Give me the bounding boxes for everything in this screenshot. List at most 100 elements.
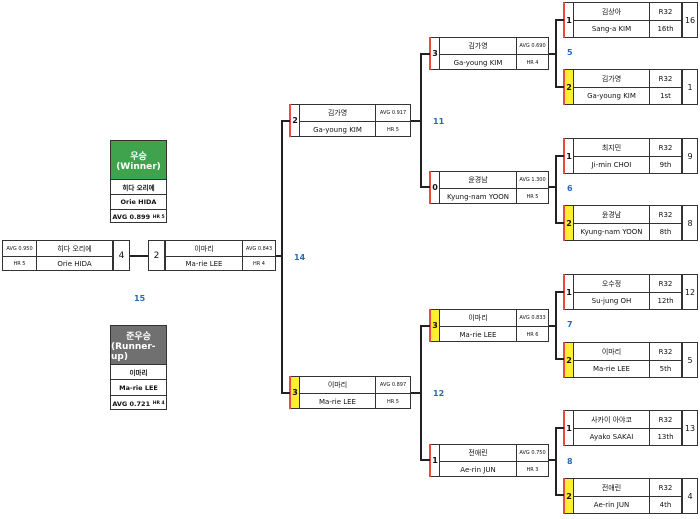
r16-m6-top-score: 1 — [565, 139, 574, 173]
r16-m5-top-name-kr: 김상아 — [601, 7, 622, 16]
qf2-connector-top — [420, 325, 430, 327]
r16-m5-match-number: 5 — [567, 48, 573, 57]
r16-m5-bottom-round: R32 — [649, 70, 681, 87]
r16-m5-top-seed-no: 16 — [682, 2, 698, 38]
semifinal-top-player: 2 김가영 Ga-young KIM AVG 0.917 HR 5 — [289, 104, 411, 137]
runnerup-name-en: Ma-rie LEE — [111, 379, 166, 395]
champion-avg: AVG 0.899 — [112, 213, 151, 221]
qf2-bottom-player: 1 전애린 Ae-rin JUN AVG 0.750 HR 3 — [429, 444, 549, 477]
r16-m7-connector-top — [555, 291, 564, 293]
qf2-connector-h — [411, 392, 421, 394]
qf2-connector-v — [420, 325, 422, 461]
r16-m5-bottom-name-en: Ga-young KIM — [574, 87, 649, 104]
r16-m7-top-round: R32 — [649, 275, 681, 292]
r16-m6-connector-h — [549, 186, 556, 188]
r16-m8-top-seed-no: 13 — [682, 410, 698, 446]
r16-m6-top-seed-no: 9 — [682, 138, 698, 174]
semifinal-bottom-player: 3 이마리 Ma-rie LEE AVG 0.897 HR 5 — [289, 376, 411, 409]
r16-m7-top-player: 1 오수정 Su-jung OH R32 12th — [563, 274, 682, 310]
final-left-name-kr: 히다 오리에 — [36, 241, 112, 256]
r16-m6-bottom-name-kr: 윤경남 — [601, 210, 622, 219]
r16-m8-top-name-en: Ayako SAKAI — [574, 428, 649, 445]
qf1-top-hr: HR 4 — [516, 54, 548, 70]
r16-m7-bottom-name-en: Ma-rie LEE — [574, 360, 649, 377]
qf1-top-avg: AVG 0.690 — [516, 38, 548, 54]
r16-m8-connector-bottom — [555, 494, 564, 496]
qf2-top-name-en: Ma-rie LEE — [440, 326, 516, 342]
champion-stats: AVG 0.899 HR 5 — [111, 209, 166, 224]
champion-hr: HR 5 — [152, 214, 165, 220]
qf1-connector-h — [411, 120, 421, 122]
r16-m8-bottom-round: R32 — [649, 479, 681, 496]
r16-m6-bottom-seed-no: 8 — [682, 205, 698, 241]
r16-m6-connector-v — [555, 155, 557, 224]
semifinal-top-seed: 2 — [291, 105, 300, 136]
qf1-top-seed: 3 — [431, 38, 440, 69]
r16-m6-bottom-name-en: Kyung-nam YOON — [574, 223, 649, 240]
qf2-connector-bottom — [420, 459, 430, 461]
final-right-player: 이마리 Ma-rie LEE AVG 0.843 HR 4 — [165, 240, 276, 271]
qf2-bottom-avg: AVG 0.750 — [516, 445, 548, 461]
r16-m5-top-player: 1 김상아 Sang-a KIM R32 16th — [563, 2, 682, 38]
r16-m5-bottom-score: 2 — [565, 70, 574, 104]
semifinal-top-name-en: Ga-young KIM — [300, 121, 375, 137]
final-right-hr: HR 4 — [242, 256, 275, 271]
final-connector — [130, 255, 148, 257]
r16-m8-connector-h — [549, 459, 556, 461]
semifinal-bottom-seed: 3 — [291, 377, 300, 408]
champion-header: 우승 (Winner) — [111, 141, 166, 179]
qf1-top-player: 3 김가영 Ga-young KIM AVG 0.690 HR 4 — [429, 37, 549, 70]
r16-m7-top-name-en: Su-jung OH — [574, 292, 649, 309]
qf1-bottom-avg: AVG 1.300 — [516, 172, 548, 188]
qf2-bottom-name-kr: 전애린 — [468, 449, 488, 457]
r16-m7-connector-bottom — [555, 358, 564, 360]
r16-m5-connector-top — [555, 19, 564, 21]
runnerup-avg: AVG 0.721 — [112, 399, 151, 408]
r16-m6-bottom-score: 2 — [565, 206, 574, 240]
final-match-number: 15 — [134, 294, 146, 303]
qf1-connector-v — [420, 53, 422, 188]
qf1-bottom-player: 0 윤경남 Kyung-nam YOON AVG 1.300 HR 5 — [429, 171, 549, 204]
semifinal-top-avg: AVG 0.917 — [375, 105, 410, 121]
r16-m7-top-seed-no: 12 — [682, 274, 698, 310]
qf2-bottom-seed: 1 — [431, 445, 440, 476]
final-left-avg: AVG 0.950 — [6, 245, 33, 252]
r16-m7-connector-v — [555, 291, 557, 360]
r16-m7-bottom-player: 2 이마리 Ma-rie LEE R32 5th — [563, 342, 682, 378]
r16-m6-top-name-kr: 최지민 — [601, 143, 622, 152]
final-left-score: 4 — [113, 240, 130, 271]
r16-m7-match-number: 7 — [567, 320, 573, 329]
qf2-top-player: 3 이마리 Ma-rie LEE AVG 0.833 HR 6 — [429, 309, 549, 342]
r16-m6-top-round: R32 — [649, 139, 681, 156]
r16-m8-top-round: R32 — [649, 411, 681, 428]
runnerup-name-kr: 이마리 — [111, 364, 166, 379]
r16-m8-bottom-score: 2 — [565, 479, 574, 513]
champion-card: 우승 (Winner) 히다 오리에 Orie HIDA AVG 0.899 H… — [110, 140, 167, 223]
runnerup-header: 준우승 (Runner-up) — [111, 326, 166, 364]
r16-m5-bottom-rank: 1st — [649, 87, 681, 104]
r16-m5-top-rank: 16th — [649, 20, 681, 37]
final-left-name-en: Orie HIDA — [36, 256, 112, 271]
final-right-score: 2 — [148, 240, 165, 271]
semifinal-top-hr: HR 5 — [375, 121, 410, 137]
final-right-name-en: Ma-rie LEE — [166, 256, 242, 271]
semifinal-connector-bottom — [281, 392, 290, 394]
r16-m7-bottom-seed-no: 5 — [682, 342, 698, 378]
qf2-match-number: 12 — [433, 389, 445, 398]
r16-m6-connector-bottom — [555, 222, 564, 224]
r16-m6-top-name-en: Ji-min CHOI — [574, 156, 649, 173]
r16-m7-bottom-round: R32 — [649, 343, 681, 360]
runnerup-hr: HR 4 — [152, 401, 165, 406]
semifinal-connector-top — [281, 120, 290, 122]
r16-m8-bottom-name-kr: 전애린 — [601, 483, 622, 492]
semifinal-bottom-name-kr: 이마리 — [327, 381, 348, 389]
final-left-hr: HR 5 — [3, 256, 36, 271]
qf1-top-name-en: Ga-young KIM — [440, 54, 516, 70]
r16-m5-connector-v — [555, 19, 557, 88]
qf2-top-name-kr: 이마리 — [468, 314, 488, 322]
r16-m8-top-rank: 13th — [649, 428, 681, 445]
r16-m8-bottom-rank: 4th — [649, 496, 681, 513]
semifinal-bottom-avg: AVG 0.897 — [375, 377, 410, 393]
r16-m7-bottom-name-kr: 이마리 — [601, 347, 622, 356]
